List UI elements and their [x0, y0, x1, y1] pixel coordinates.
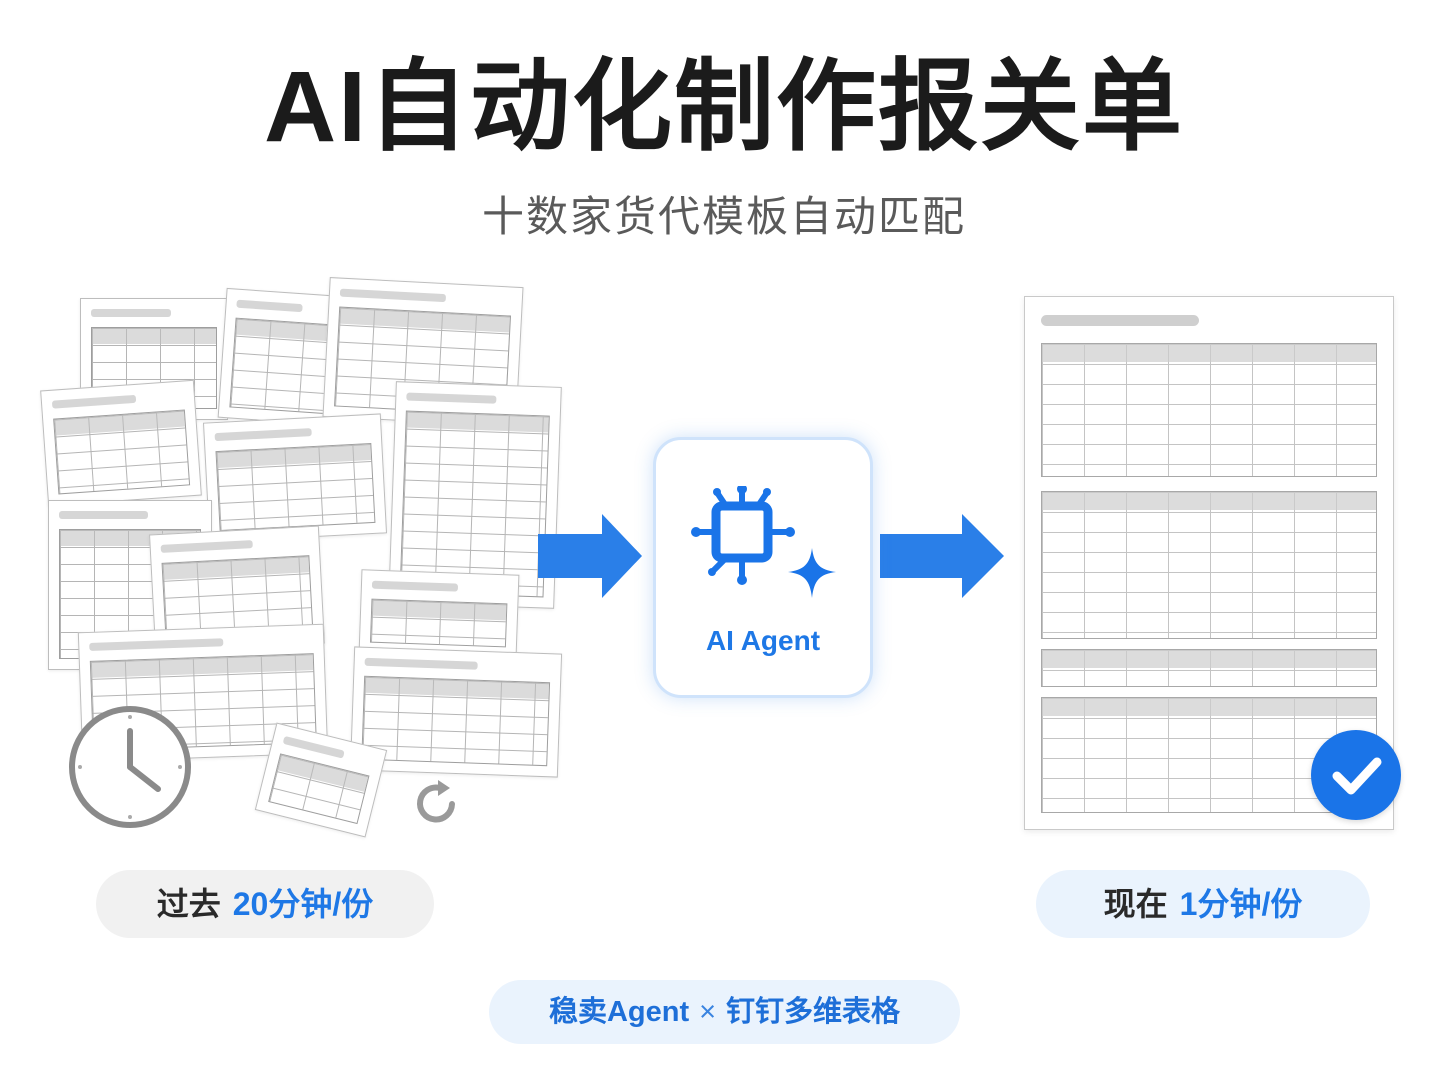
- footer-left: 稳卖Agent: [548, 996, 690, 1028]
- table-section: [1041, 649, 1377, 687]
- footer-separator: ×: [699, 996, 717, 1028]
- clock-icon: [69, 706, 191, 828]
- page-title: AI自动化制作报关单: [264, 51, 1184, 163]
- checkmark-icon: [1311, 730, 1401, 820]
- now-value: 1分钟/份: [1179, 886, 1303, 922]
- ai-agent-card: AI Agent: [653, 437, 873, 698]
- document-sheet: [358, 569, 520, 659]
- past-label: 过去: [156, 886, 221, 922]
- now-label: 现在: [1103, 886, 1168, 922]
- refresh-icon: [417, 780, 455, 823]
- document-sheet: [40, 379, 202, 507]
- arrow-right-icon: [538, 514, 642, 598]
- footer-right: 钉钉多维表格: [726, 996, 901, 1028]
- past-time-badge: 过去 20分钟/份: [96, 870, 434, 938]
- footer-badge: 稳卖Agent × 钉钉多维表格: [489, 980, 960, 1044]
- document-sheet: [202, 413, 388, 543]
- arrow-right-icon: [880, 514, 1004, 598]
- past-value: 20分钟/份: [232, 886, 374, 922]
- table-section: [1041, 343, 1377, 477]
- page-subtitle: 十数家货代模板自动匹配: [481, 193, 966, 240]
- ai-chip-sparkle-icon: [691, 486, 836, 598]
- now-time-badge: 现在 1分钟/份: [1036, 870, 1370, 938]
- ai-agent-label: AI Agent: [705, 625, 821, 656]
- document-heading-bar: [1041, 315, 1199, 326]
- table-section: [1041, 491, 1377, 639]
